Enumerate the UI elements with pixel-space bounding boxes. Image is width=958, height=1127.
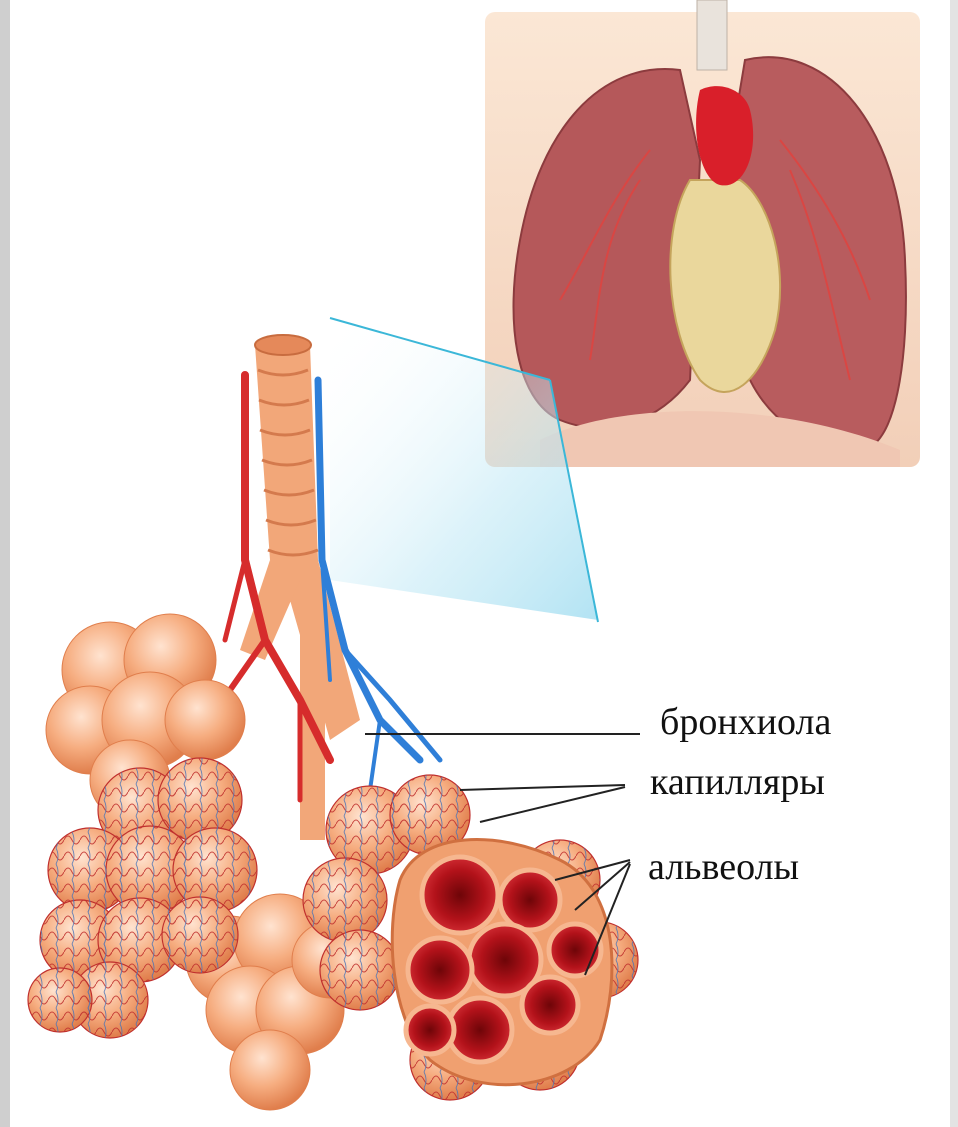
label-bronchiole: бронхиола	[660, 700, 831, 744]
label-alveoli: альвеолы	[648, 845, 799, 889]
alveoli-cross-section	[392, 840, 612, 1085]
label-capillaries: капилляры	[650, 760, 825, 804]
